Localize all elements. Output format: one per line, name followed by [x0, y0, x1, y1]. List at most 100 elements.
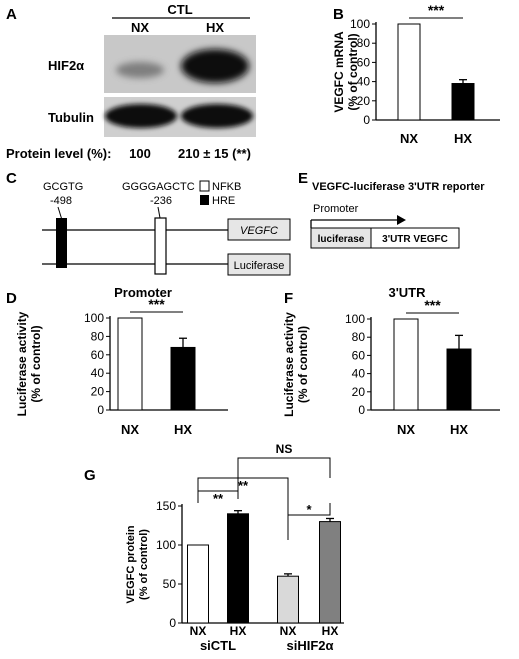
blot-lane-hx: HX [206, 20, 224, 35]
nfkb-site-box [154, 217, 167, 275]
bar [451, 83, 475, 121]
bracket-sictl-vs-sihif2a-nx [197, 477, 289, 540]
panel-letter-c: C [6, 170, 17, 187]
gene-box-vegfc [227, 218, 291, 241]
y-axis-label-line: (% of control) [138, 529, 150, 600]
y-tick-label: 60 [352, 348, 366, 362]
x-category-label: HX [174, 422, 192, 437]
x-category-label: HX [230, 624, 247, 638]
chart-d-title: Promoter [114, 285, 172, 300]
y-axis-label-line: Luciferase activity [282, 312, 296, 417]
y-tick-label: 60 [357, 55, 371, 69]
panel-letter-f: F [284, 290, 293, 307]
bar [187, 544, 209, 624]
panel-letter-a: A [6, 6, 17, 23]
x-category-label: NX [400, 131, 418, 146]
y-tick-label: 100 [84, 311, 104, 325]
x-category-label: NX [280, 624, 297, 638]
y-tick-label: 20 [357, 94, 371, 108]
y-axis-label-line: (% of control) [296, 326, 310, 403]
promoter-label: Promoter [313, 203, 359, 215]
gene-box-luciferase-label: Luciferase [234, 260, 285, 272]
x-category-label: HX [322, 624, 339, 638]
bar [393, 318, 419, 411]
x-category-label: NX [121, 422, 139, 437]
hre-site-position: -498 [50, 195, 72, 207]
y-axis-label: Luciferase activity(% of control) [15, 311, 43, 416]
sig-label-nx-vs-hx: ** [213, 491, 224, 506]
y-tick-label: 40 [91, 366, 105, 380]
y-axis-label-line: (% of control) [346, 33, 360, 110]
nfkb-site-sequence: GGGGAGCTC [122, 181, 195, 193]
protein-level-label: Protein level (%): [6, 146, 111, 161]
legend-hre-swatch [200, 195, 209, 205]
y-axis-label-line: Luciferase activity [15, 311, 29, 416]
y-tick-label: 100 [345, 312, 365, 326]
hre-site-pointer [57, 206, 63, 221]
significance-label: *** [424, 297, 441, 313]
blot-hif2a [104, 35, 256, 93]
y-axis-label-line: VEGFC protein [125, 525, 137, 604]
legend-nfkb-label: NFKB [212, 181, 241, 193]
sig-label-hx-vs-hx: NS [276, 442, 293, 456]
y-tick-label: 0 [97, 403, 104, 417]
bar [117, 317, 143, 411]
sig-label-sihif2a-nx-vs-hx: * [306, 502, 312, 517]
bar [446, 348, 472, 411]
y-tick-label: 0 [363, 113, 370, 127]
reporter-box-luciferase-label: luciferase [318, 234, 365, 245]
significance-label: *** [148, 296, 165, 312]
panel-letter-g: G [84, 467, 96, 484]
y-tick-label: 50 [163, 577, 177, 591]
significance-brackets [197, 457, 331, 540]
x-category-label: HX [450, 422, 468, 437]
x-category-label: HX [454, 131, 472, 146]
reporter-box-utr-label: 3'UTR VEGFC [382, 234, 448, 245]
significance-label: *** [428, 2, 445, 18]
protein-level-nx: 100 [129, 146, 151, 161]
y-tick-label: 0 [169, 616, 176, 630]
panel-a: A CTL NX HX HIF2α Tubulin Protein level … [6, 2, 256, 161]
sig-label-sictl-vs-sihif2a-nx: ** [238, 478, 249, 493]
bar [319, 521, 341, 624]
panel-letter-d: D [6, 290, 17, 307]
legend-hre-label: HRE [212, 195, 235, 207]
hre-site-sequence: GCGTG [43, 181, 83, 193]
blot-group-label: CTL [167, 2, 192, 17]
reporter-title: VEGFC-luciferase 3'UTR reporter [312, 181, 485, 193]
y-tick-label: 80 [91, 329, 105, 343]
panel-letter-e: E [298, 170, 308, 187]
chart-f: 0 20 40 60 80 100 Luciferase activity(% of con… [282, 297, 500, 437]
y-axis-label: Luciferase activity(% of control) [282, 312, 310, 417]
panel-letter-b: B [333, 6, 344, 23]
y-tick-label: 0 [358, 403, 365, 417]
y-tick-label: 20 [91, 385, 105, 399]
bracket-hx-vs-hx [237, 457, 331, 499]
y-tick-label: 150 [156, 499, 176, 513]
y-axis-label-line: (% of control) [29, 325, 43, 402]
y-tick-label: 40 [352, 367, 366, 381]
chart-f-title: 3'UTR [388, 285, 426, 300]
reporter-box-utr [370, 227, 460, 249]
panel-e: E VEGFC-luciferase 3'UTR reporter Promot… [298, 170, 485, 249]
bar [277, 575, 299, 624]
y-tick-label: 100 [156, 538, 176, 552]
group-label-sictl: siCTL [200, 638, 236, 653]
bar [170, 346, 196, 411]
y-tick-label: 40 [357, 75, 371, 89]
blot-lane-nx: NX [131, 20, 149, 35]
panel-c: C GCGTG -498 GGGGAGCTC -236 NFKB HRE VEG… [6, 170, 291, 276]
y-tick-label: 20 [352, 385, 366, 399]
gene-box-luciferase [227, 253, 291, 276]
y-tick-label: 80 [352, 330, 366, 344]
group-label-sihif2a: siHIF2α [286, 638, 333, 653]
y-axis-label: VEGFC protein(% of control) [125, 525, 150, 604]
nfkb-site-position: -236 [150, 195, 172, 207]
promoter-arrowhead [397, 215, 406, 225]
gene-box-vegfc-label: VEGFC [240, 225, 278, 237]
protein-level-hx: 210 ± 15 (**) [178, 146, 251, 161]
